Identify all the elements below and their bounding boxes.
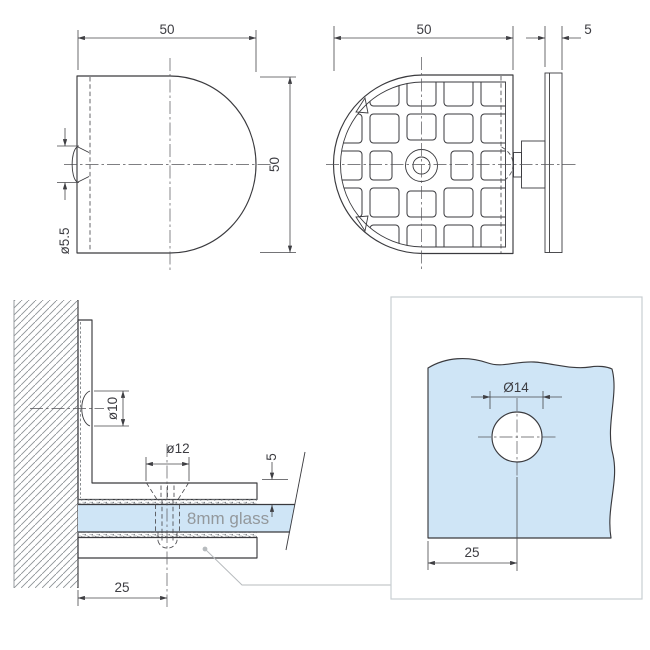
glass-break-line: [285, 451, 306, 551]
grid-cell: [340, 224, 363, 247]
countersink-dome: [71, 146, 78, 183]
rib-grid: [340, 82, 506, 247]
countersink-cone: [76, 146, 90, 183]
detail-view: Ø14 25: [390, 296, 643, 600]
grid-cell: [480, 150, 506, 181]
dim-label-hole: Ø14: [503, 380, 529, 395]
dim-plate-5: 5: [262, 453, 288, 517]
glass-section: [78, 504, 295, 532]
grid-cell: [369, 187, 400, 218]
grid-cell: [443, 82, 474, 107]
wall-hatch: [14, 300, 78, 588]
grid-cell: [369, 113, 400, 144]
dim-label-plate: 5: [264, 453, 279, 461]
rim-gusset-bottom: [355, 215, 369, 233]
dim-label-width: 50: [416, 22, 431, 37]
dim-plate-5: 5: [526, 22, 592, 70]
grid-cell: [443, 187, 474, 218]
dim-offset-25: 25: [77, 580, 168, 606]
dim-width-50: 50: [333, 22, 514, 71]
hidden-clamp-screw: [146, 482, 189, 549]
dim-label-height: 50: [267, 157, 282, 172]
bottom-gasket: [78, 532, 257, 537]
grid-cell: [450, 150, 474, 181]
dim-label-screw: ø12: [166, 441, 189, 456]
dim-hole-5-5: ø5.5: [57, 128, 79, 255]
dim-hole-14: Ø14: [471, 380, 562, 409]
glass-thickness-label: 8mm glass: [187, 509, 269, 528]
dim-label-hole: ø5.5: [57, 227, 72, 254]
grid-cell: [480, 82, 506, 107]
bottom-plate: [77, 536, 258, 559]
dim-label-offset: 25: [114, 580, 129, 595]
rim-gusset-top: [355, 96, 369, 114]
dim-screw-12: ø12: [145, 441, 190, 481]
dim-height-50: 50: [260, 76, 296, 253]
dim-label-width: 50: [159, 22, 174, 37]
dim-label-anchor: ø10: [105, 397, 120, 420]
back-view: 50 5: [326, 22, 592, 272]
section-view: ø10 ø12 5 8mm glass 25: [13, 300, 391, 607]
dim-anchor-10: ø10: [94, 390, 129, 427]
hidden-boss-dome: [501, 146, 514, 183]
gasket-plate: [544, 72, 563, 253]
grid-cell: [340, 150, 363, 181]
side-view-outline: [76, 75, 257, 254]
grid-cell: [480, 113, 506, 144]
grid-cell: [480, 224, 506, 247]
dim-offset-25: 25: [427, 541, 518, 570]
rim-inner-edge: [340, 81, 506, 248]
dim-label-offset: 25: [464, 545, 479, 560]
grid-cell: [369, 150, 393, 181]
side-view: 50 50 ø5.5: [57, 22, 296, 270]
grid-cell: [340, 82, 363, 107]
dim-label-plate: 5: [584, 22, 592, 37]
leader-line: [204, 548, 391, 586]
top-gasket: [78, 499, 257, 504]
grid-cell: [443, 224, 474, 247]
grid-cell: [443, 113, 474, 144]
grid-cell: [480, 187, 506, 218]
dim-width-50: 50: [77, 22, 257, 72]
